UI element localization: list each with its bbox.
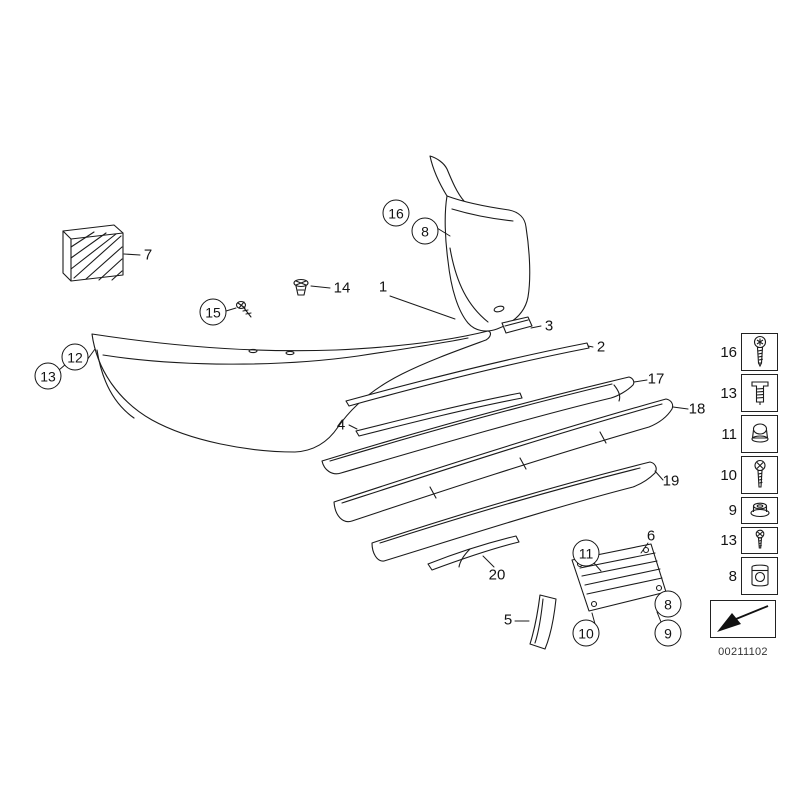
part-17-trim-strip xyxy=(321,376,635,475)
legend-number: 16 xyxy=(720,343,737,361)
legend-number: 9 xyxy=(728,502,737,519)
front-direction-arrow xyxy=(710,600,776,638)
part-2-trim-strip xyxy=(345,342,590,407)
callout-17[interactable]: 17 xyxy=(647,370,665,388)
callout-11[interactable]: 11 xyxy=(572,539,600,567)
callout-10[interactable]: 10 xyxy=(572,619,600,647)
expanding-rivet-icon xyxy=(741,374,778,412)
pan-head-screw-icon xyxy=(741,456,778,494)
callout-16[interactable]: 16 xyxy=(382,199,410,227)
speed-clip-icon xyxy=(741,557,778,595)
fastener-legend: 16 13 11 xyxy=(708,333,778,598)
cap-nut-icon xyxy=(741,415,778,453)
callout-8[interactable]: 8 xyxy=(411,217,439,245)
legend-row-9[interactable]: 9 xyxy=(708,497,778,524)
part-7-vent-grille xyxy=(62,224,124,282)
part-20-bracket xyxy=(427,535,520,571)
part-15-screw xyxy=(235,300,252,318)
legend-row-13[interactable]: 13 xyxy=(708,374,778,412)
legend-row-13b[interactable]: 13 xyxy=(708,527,778,554)
callout-20[interactable]: 20 xyxy=(488,566,506,584)
part-5-bracket xyxy=(529,594,557,650)
legend-number: 8 xyxy=(728,567,737,585)
callout-9[interactable]: 9 xyxy=(654,619,682,647)
callout-19[interactable]: 19 xyxy=(662,472,680,490)
callout-5[interactable]: 5 xyxy=(503,611,513,629)
legend-number: 11 xyxy=(721,425,737,443)
part-1-bumper-corner xyxy=(429,155,531,332)
callout-18[interactable]: 18 xyxy=(688,400,706,418)
callout-4[interactable]: 4 xyxy=(336,416,346,434)
small-screw-icon xyxy=(741,527,778,554)
legend-number: 13 xyxy=(720,532,737,549)
callout-14[interactable]: 14 xyxy=(333,279,351,297)
callout-15[interactable]: 15 xyxy=(199,298,227,326)
part-19-trim-strip xyxy=(371,461,657,562)
legend-number: 10 xyxy=(720,466,737,484)
callout-1[interactable]: 1 xyxy=(378,278,388,296)
drawing-number: 00211102 xyxy=(718,646,768,658)
rear-bumper-cover xyxy=(91,330,491,453)
callout-7[interactable]: 7 xyxy=(143,246,153,264)
legend-row-16[interactable]: 16 xyxy=(708,333,778,371)
callout-8b[interactable]: 8 xyxy=(654,590,682,618)
legend-number: 13 xyxy=(720,384,737,402)
callout-2[interactable]: 2 xyxy=(596,338,606,356)
callout-3[interactable]: 3 xyxy=(544,317,554,335)
legend-row-8[interactable]: 8 xyxy=(708,557,778,595)
part-18-diffuser xyxy=(333,398,674,523)
flange-nut-icon xyxy=(741,497,778,524)
callout-6[interactable]: 6 xyxy=(646,527,656,545)
callout-12[interactable]: 12 xyxy=(61,343,89,371)
legend-row-10[interactable]: 10 xyxy=(708,456,778,494)
part-3-cover xyxy=(501,316,533,334)
legend-row-11[interactable]: 11 xyxy=(708,415,778,453)
callout-13[interactable]: 13 xyxy=(34,362,62,390)
part-14-clip xyxy=(293,278,309,296)
torx-screw-icon xyxy=(741,333,778,371)
part-4-trim-strip xyxy=(355,392,523,437)
